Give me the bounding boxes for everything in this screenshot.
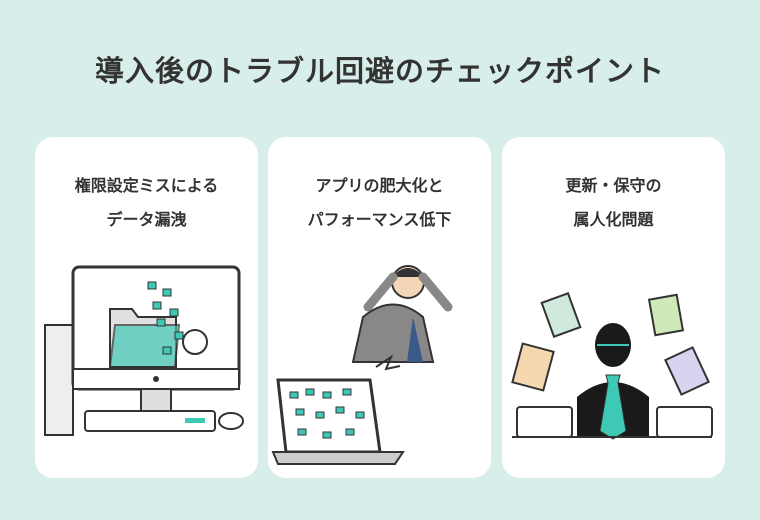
computer-folder-illustration bbox=[44, 265, 244, 436]
person-with-documents-illustration bbox=[511, 292, 713, 440]
card-title-line1: 更新・保守の bbox=[565, 176, 662, 195]
card-knowledge-silo: 更新・保守の属人化問題 bbox=[502, 137, 725, 478]
card-title-line1: 権限設定ミスによる bbox=[74, 176, 219, 195]
card-data-leak: 権限設定ミスによるデータ漏洩 bbox=[35, 137, 258, 478]
card-title-line2: データ漏洩 bbox=[106, 210, 187, 229]
laptop-stressed-man-illustration bbox=[271, 265, 453, 465]
page-title: 導入後のトラブル回避のチェックポイント bbox=[94, 54, 665, 88]
card-title-line2: 属人化問題 bbox=[573, 210, 654, 229]
card-title-line1: アプリの肥大化と bbox=[315, 176, 444, 195]
card-app-bloat: アプリの肥大化とパフォーマンス低下 bbox=[268, 137, 491, 478]
card-title-line2: パフォーマンス低下 bbox=[307, 210, 452, 229]
